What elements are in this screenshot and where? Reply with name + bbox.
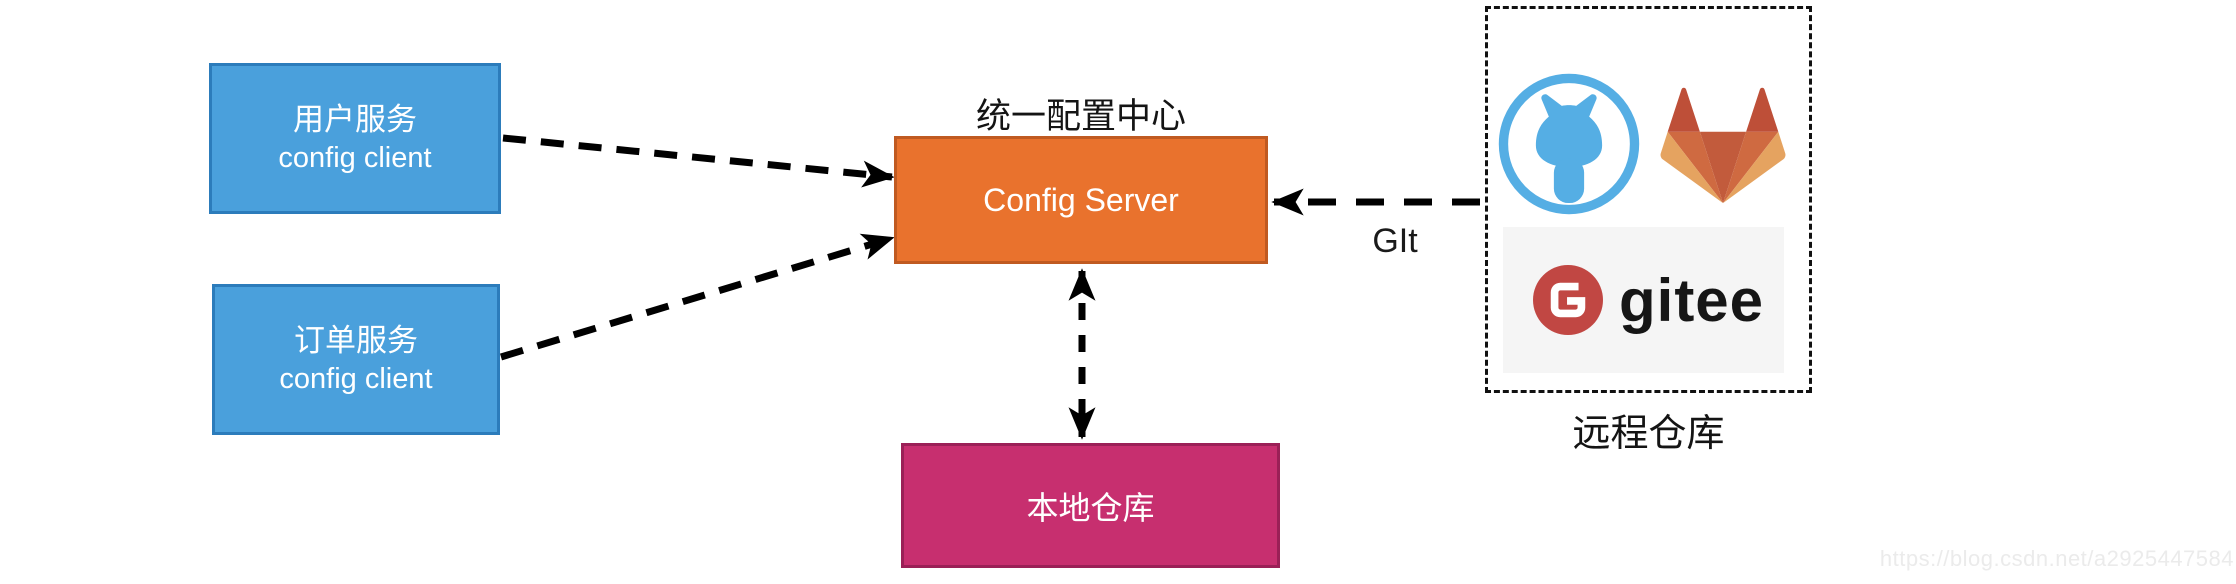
user-service-title: 用户服务: [293, 102, 417, 137]
node-user-service: 用户服务 config client: [209, 63, 501, 214]
gitee-icon: [1533, 265, 1603, 335]
node-local-repo: 本地仓库: [901, 443, 1280, 568]
gitee-wordmark: gitee: [1619, 266, 1765, 334]
arrow-order-to-server: [499, 233, 895, 361]
github-icon: [1498, 73, 1640, 215]
arrow-user-to-server: [502, 134, 895, 188]
config-center-caption: 统一配置中心: [975, 97, 1186, 136]
order-service-title: 订单服务: [294, 323, 418, 358]
git-edge-label: GIt: [1372, 222, 1418, 260]
order-service-subtitle: config client: [279, 362, 433, 395]
node-order-service: 订单服务 config client: [212, 284, 500, 435]
remote-repo-group: gitee: [1485, 6, 1812, 393]
config-server-label: Config Server: [983, 181, 1179, 218]
local-repo-label: 本地仓库: [1026, 489, 1155, 526]
remote-repo-caption: 远程仓库: [1572, 413, 1725, 455]
node-config-server: Config Server: [894, 136, 1268, 264]
gitee-logo-card: gitee: [1503, 227, 1784, 373]
gitlab-icon: [1660, 87, 1786, 204]
watermark-url: https://blog.csdn.net/a2925447584: [1879, 546, 2234, 571]
user-service-subtitle: config client: [278, 141, 432, 174]
